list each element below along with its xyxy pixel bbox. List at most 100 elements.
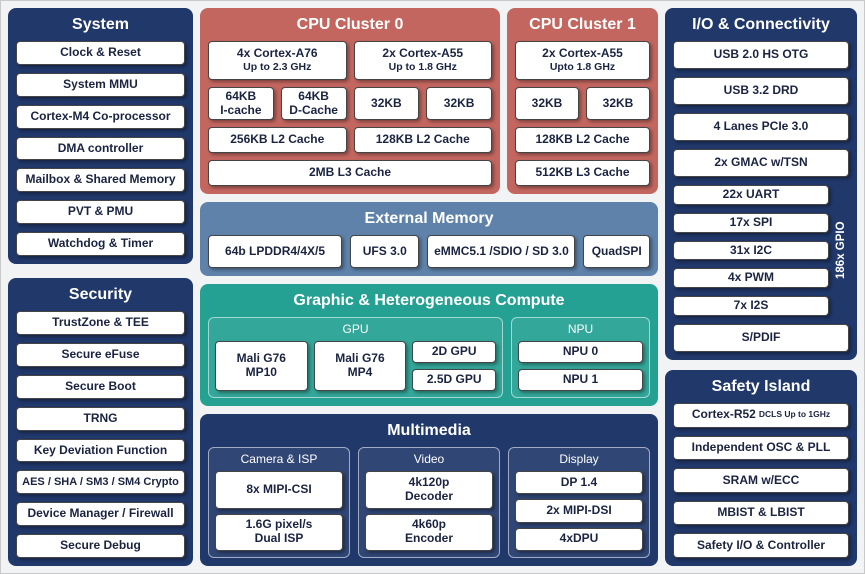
security-title: Security [68, 286, 133, 303]
cpu1-l2-box: 128KB L2 Cache [515, 127, 650, 154]
system-item: Cortex-M4 Co-processor [16, 104, 185, 129]
npu-subpanel: NPU NPU 0 NPU 1 [511, 317, 650, 399]
spdif-box: S/PDIF [673, 323, 849, 352]
safety-item: MBIST & LBIST [673, 500, 849, 526]
security-item: Secure Boot [16, 374, 185, 399]
security-item: Secure Debug [16, 534, 185, 558]
npu-label: NPU [567, 322, 594, 337]
encoder-name: Encoder [404, 531, 453, 546]
multimedia-title: Multimedia [387, 422, 471, 440]
gpu-2d-box: 2D GPU [412, 341, 497, 364]
mali-mp4-name: Mali G76 [335, 351, 385, 366]
cpu1-a55-freq: Upto 1.8 GHz [549, 61, 616, 74]
system-item: System MMU [16, 72, 185, 97]
cpu0-l3-box: 2MB L3 Cache [208, 160, 492, 187]
multimedia-body: Camera & ISP 8x MIPI-CSI 1.6G pixel/s Du… [208, 447, 650, 558]
cpu0-l2-a76-box: 256KB L2 Cache [208, 127, 347, 154]
io-item: 17x SPI [673, 212, 829, 233]
isp-name: Dual ISP [254, 531, 304, 546]
dpu-box: 4xDPU [515, 527, 643, 552]
io-item: 4 Lanes PCIe 3.0 [673, 113, 849, 141]
safety-item: SRAM w/ECC [673, 468, 849, 493]
cortex-r52-box: Cortex-R52 DCLS Up to 1GHz [673, 403, 849, 428]
io-list: USB 2.0 HS OTG USB 3.2 DRD 4 Lanes PCIe … [673, 41, 849, 352]
video-decoder-box: 4k120p Decoder [365, 471, 493, 509]
cpu0-icache-label: I-cache [220, 102, 262, 117]
security-item: Key Deviation Function [16, 438, 185, 463]
gpio-count-label: 186x GPIO [835, 221, 847, 280]
display-subpanel: Display DP 1.4 2x MIPI-DSI 4xDPU [508, 447, 650, 558]
gpu-grid: Mali G76 MP10 Mali G76 MP4 2D GPU 2.5D G… [215, 341, 497, 392]
r52-name: Cortex-R52 [691, 407, 756, 422]
cpu0-32kb-box: 32KB [426, 86, 492, 121]
cpu0-a76-name: 4x Cortex-A76 [236, 46, 318, 61]
io-item: 31x I2C [673, 240, 829, 261]
cpu0-a55-name: 2x Cortex-A55 [382, 46, 464, 61]
system-list: Clock & Reset System MMU Cortex-M4 Co-pr… [16, 41, 185, 257]
io-item: 22x UART [673, 185, 829, 205]
system-item: Mailbox & Shared Memory [16, 168, 185, 193]
display-label: Display [559, 452, 599, 467]
camera-isp-subpanel: Camera & ISP 8x MIPI-CSI 1.6G pixel/s Du… [208, 447, 350, 558]
security-block: Security TrustZone & TEE Secure eFuse Se… [8, 278, 193, 566]
mali-mp4-config: MP4 [347, 365, 373, 380]
system-block: System Clock & Reset System MMU Cortex-M… [8, 8, 193, 264]
mali-mp10-box: Mali G76 MP10 [215, 341, 308, 392]
external-memory-title: External Memory [364, 210, 494, 228]
cpu1-32kb-box: 32KB [586, 86, 650, 121]
cpu-cluster0-title: CPU Cluster 0 [296, 16, 404, 33]
dp-box: DP 1.4 [515, 471, 643, 495]
gpu-subpanel: GPU Mali G76 MP10 Mali G76 MP4 2D GPU 2.… [208, 317, 504, 399]
npu-body: NPU 0 NPU 1 [518, 341, 643, 392]
cpu1-32kb-box: 32KB [515, 86, 579, 121]
io-title: I/O & Connectivity [692, 16, 830, 33]
cpu-cluster0-grid: 4x Cortex-A76 Up to 2.3 GHz 2x Cortex-A5… [208, 41, 492, 187]
safety-island-block: Safety Island Cortex-R52 DCLS Up to 1GHz… [665, 370, 857, 566]
lpddr-box: 64b LPDDR4/4X/5 [208, 235, 343, 269]
mipi-dsi-box: 2x MIPI-DSI [515, 499, 643, 523]
compute-body: GPU Mali G76 MP10 Mali G76 MP4 2D GPU 2.… [208, 317, 650, 399]
io-item: 4x PWM [673, 268, 829, 289]
video-encoder-box: 4k60p Encoder [365, 513, 493, 551]
emmc-box: eMMC5.1 /SDIO / SD 3.0 [427, 235, 576, 269]
gpu-label: GPU [342, 322, 369, 337]
middle-column: CPU Cluster 0 4x Cortex-A76 Up to 2.3 GH… [200, 8, 658, 566]
safety-item: Independent OSC & PLL [673, 435, 849, 461]
io-item: 7x I2S [673, 296, 829, 316]
cpu0-dcache-box: 64KB D-Cache [280, 86, 347, 121]
compute-block: Graphic & Heterogeneous Compute GPU Mali… [200, 284, 658, 407]
external-memory-block: External Memory 64b LPDDR4/4X/5 UFS 3.0 … [200, 202, 658, 277]
npu0-box: NPU 0 [518, 341, 643, 364]
dual-isp-box: 1.6G pixel/s Dual ISP [215, 513, 343, 551]
security-item: AES / SHA / SM3 / SM4 Crypto [16, 470, 185, 495]
quadspi-box: QuadSPI [583, 235, 650, 269]
safety-title: Safety Island [711, 378, 811, 395]
ufs-box: UFS 3.0 [350, 235, 420, 269]
right-column: I/O & Connectivity USB 2.0 HS OTG USB 3.… [665, 8, 857, 566]
cpu-cluster0-block: CPU Cluster 0 4x Cortex-A76 Up to 2.3 GH… [200, 8, 500, 195]
safety-list: Cortex-R52 DCLS Up to 1GHz Independent O… [673, 403, 849, 558]
cpu1-l3-box: 512KB L3 Cache [515, 160, 650, 187]
io-item: 2x GMAC w/TSN [673, 149, 849, 177]
cpu0-l2-a55-box: 128KB L2 Cache [353, 127, 492, 154]
cpu-cluster1-block: CPU Cluster 1 2x Cortex-A55 Upto 1.8 GHz… [507, 8, 658, 195]
safety-item: Safety I/O & Controller [673, 533, 849, 558]
io-item: USB 2.0 HS OTG [673, 41, 849, 69]
security-item: Device Manager / Firewall [16, 502, 185, 527]
cpu1-a55-box: 2x Cortex-A55 Upto 1.8 GHz [515, 41, 650, 80]
system-item: PVT & PMU [16, 200, 185, 225]
video-subpanel: Video 4k120p Decoder 4k60p Encoder [358, 447, 500, 558]
gpu-25d-box: 2.5D GPU [412, 369, 497, 392]
mali-mp10-config: MP10 [245, 365, 277, 380]
compute-title: Graphic & Heterogeneous Compute [293, 292, 565, 310]
cpu-cluster1-grid: 2x Cortex-A55 Upto 1.8 GHz 32KB 32KB 128… [515, 41, 650, 187]
cpu0-dcache-size: 64KB [298, 88, 329, 103]
system-item: Watchdog & Timer [16, 232, 185, 257]
mali-mp10-name: Mali G76 [236, 351, 286, 366]
camera-isp-label: Camera & ISP [240, 452, 318, 467]
cpu0-32kb-box: 32KB [353, 86, 420, 121]
cpu0-dcache-label: D-Cache [289, 102, 338, 117]
cpu-row: CPU Cluster 0 4x Cortex-A76 Up to 2.3 GH… [200, 8, 658, 195]
security-list: TrustZone & TEE Secure eFuse Secure Boot… [16, 311, 185, 558]
